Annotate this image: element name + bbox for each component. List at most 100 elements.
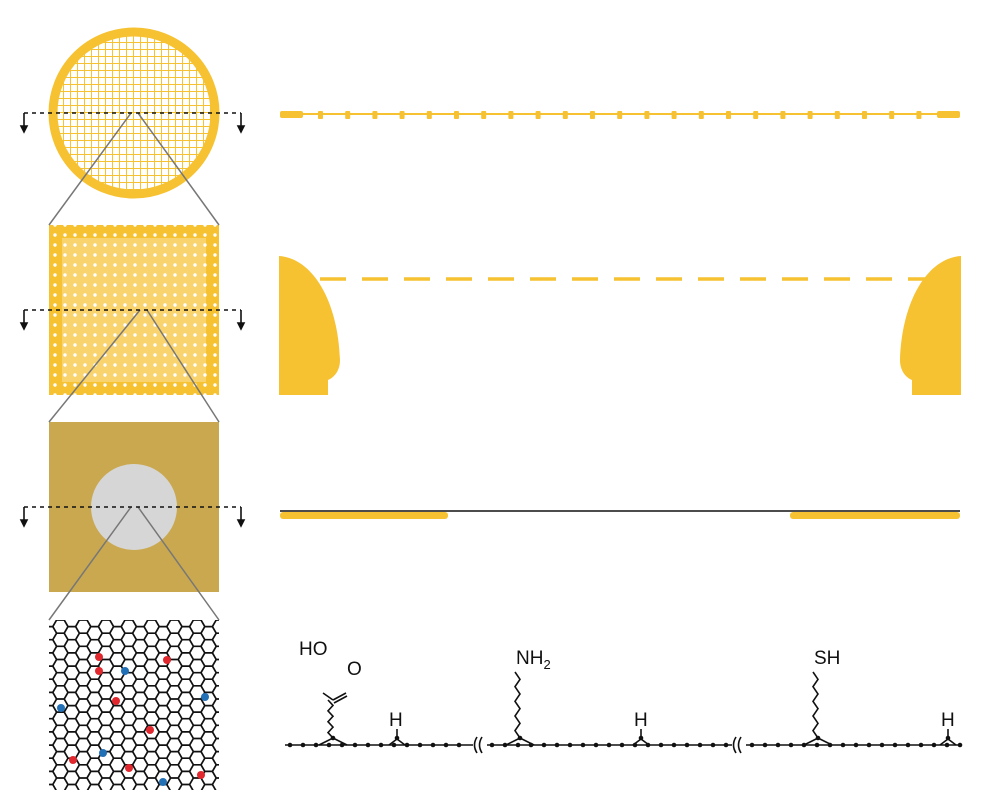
oxygen-group-dot bbox=[69, 756, 77, 764]
carbon-atom bbox=[365, 742, 371, 748]
carbon-atom bbox=[944, 742, 950, 748]
grid-bar bbox=[780, 111, 786, 119]
nitrogen-group-dot bbox=[121, 667, 129, 675]
carbon-atom bbox=[853, 742, 859, 748]
carbon-atom bbox=[443, 742, 449, 748]
zoom-lines bbox=[48, 112, 220, 621]
carbon-atom bbox=[638, 735, 644, 741]
grid-bar bbox=[862, 111, 867, 119]
arrow-down-icon bbox=[19, 322, 29, 331]
carbon-atom bbox=[339, 742, 345, 748]
nitrogen-group-dot bbox=[201, 693, 209, 701]
carbon-atom bbox=[456, 742, 462, 748]
carbon-atom bbox=[567, 742, 573, 748]
carbon-atom bbox=[330, 735, 336, 741]
carbon-atom bbox=[814, 742, 820, 748]
grid-bar bbox=[399, 111, 405, 119]
support-film-panel bbox=[49, 422, 219, 592]
carbon-atom bbox=[840, 742, 846, 748]
amine-chain bbox=[514, 671, 521, 739]
carbon-atom bbox=[489, 742, 495, 748]
arrow-down-icon bbox=[236, 322, 246, 331]
cross-section-grid-disc bbox=[280, 111, 960, 119]
carbon-atom bbox=[762, 742, 768, 748]
grid-bar bbox=[481, 111, 487, 119]
grid-bar bbox=[454, 111, 459, 119]
grid-bar bbox=[726, 111, 731, 119]
carbon-atom bbox=[541, 742, 547, 748]
carbon-atom bbox=[554, 742, 560, 748]
oxygen-group-dot bbox=[112, 697, 120, 705]
carbon-atom bbox=[801, 742, 807, 748]
amine-label: NH2 bbox=[516, 648, 551, 672]
carbon-atom bbox=[580, 742, 586, 748]
carbon-atom bbox=[815, 735, 821, 741]
arrow-down-icon bbox=[236, 519, 246, 528]
oxygen-group-dot bbox=[197, 771, 205, 779]
carboxyl-ho-label: HO bbox=[299, 639, 328, 660]
carbon-atom bbox=[528, 742, 534, 748]
thiol-label: SH bbox=[814, 648, 840, 669]
graphene-oxide-lattice bbox=[49, 620, 219, 790]
carbon-atom bbox=[710, 742, 716, 748]
carbon-atom bbox=[606, 742, 612, 748]
arrow-down-icon bbox=[236, 125, 246, 134]
carbon-atom bbox=[931, 742, 937, 748]
carbon-atom bbox=[945, 735, 951, 741]
functionalized-graphene-structure bbox=[285, 671, 963, 754]
carbon-atom bbox=[671, 742, 677, 748]
grid-bar bbox=[508, 111, 514, 119]
cross-section-grid-bar bbox=[279, 256, 961, 395]
carbon-atom bbox=[287, 742, 293, 748]
grid-bar bbox=[426, 111, 432, 119]
hole bbox=[91, 464, 177, 550]
chain-break bbox=[473, 736, 478, 754]
hydrogen-label: H bbox=[941, 710, 955, 731]
carboxyl-o-label: O bbox=[347, 659, 362, 680]
carbon-atom bbox=[313, 742, 319, 748]
carbon-atom bbox=[827, 742, 833, 748]
arrow-down-icon bbox=[19, 519, 29, 528]
carbon-atom bbox=[723, 742, 729, 748]
carbon-atom bbox=[957, 742, 963, 748]
hydrogen-label: H bbox=[634, 710, 648, 731]
oxygen-group-dot bbox=[163, 656, 171, 664]
carbon-atom bbox=[300, 742, 306, 748]
carbon-atom bbox=[430, 742, 436, 748]
chem-labels: HO O NH2 SH H H H bbox=[299, 639, 955, 731]
nitrogen-group-dot bbox=[159, 778, 167, 786]
carbon-atom bbox=[593, 742, 599, 748]
carboxyl-bonds bbox=[322, 692, 348, 704]
carbon-atom bbox=[905, 742, 911, 748]
chain-break bbox=[478, 736, 483, 754]
grid-bar bbox=[590, 111, 595, 119]
nitrogen-group-dot bbox=[57, 704, 65, 712]
hydrogen-label: H bbox=[389, 710, 403, 731]
carbon-atom bbox=[892, 742, 898, 748]
carbon-atom bbox=[918, 742, 924, 748]
grid-bar bbox=[889, 111, 895, 119]
grid-bar bbox=[916, 111, 922, 119]
carboxyl-chain bbox=[326, 699, 335, 739]
thiol-chain bbox=[812, 671, 819, 739]
grid-bar bbox=[617, 111, 623, 119]
grid-bar bbox=[644, 111, 650, 119]
grid-disc-panel bbox=[48, 27, 220, 199]
carbon-atom bbox=[645, 742, 651, 748]
oxygen-group-dot bbox=[146, 726, 154, 734]
oxygen-group-dot bbox=[95, 667, 103, 675]
carbon-atom bbox=[658, 742, 664, 748]
carbon-atom bbox=[417, 742, 423, 748]
carbon-atom bbox=[879, 742, 885, 748]
carbon-atom bbox=[502, 742, 508, 748]
carbon-atom bbox=[394, 735, 400, 741]
carbon-atom bbox=[517, 735, 523, 741]
carbon-atom bbox=[391, 742, 397, 748]
grid-bar bbox=[535, 111, 541, 119]
carbon-atom bbox=[326, 742, 332, 748]
chain-break bbox=[737, 736, 742, 754]
grid-bar bbox=[807, 111, 813, 119]
carbon-atom bbox=[749, 742, 755, 748]
carbon-atom bbox=[378, 742, 384, 748]
